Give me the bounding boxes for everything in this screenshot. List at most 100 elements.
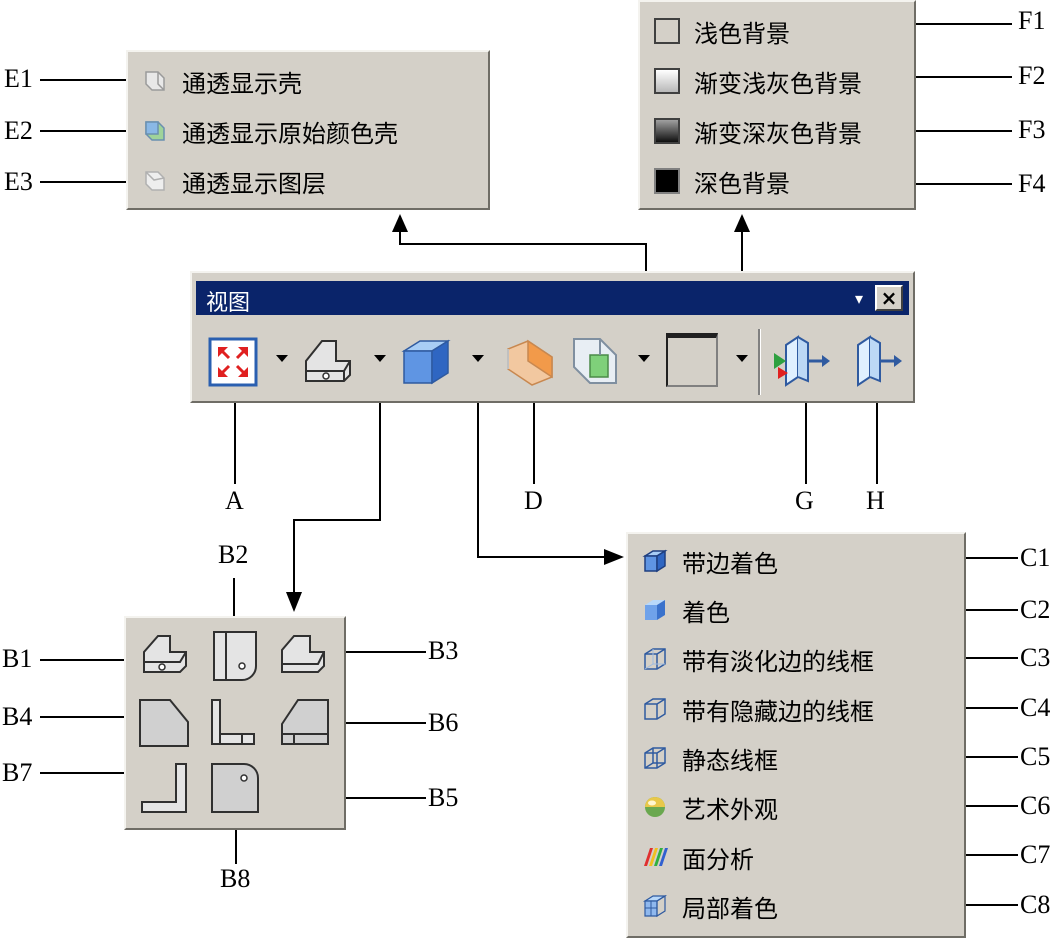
callout-c3: C3 [1020,643,1051,672]
bottom-view-icon[interactable] [134,758,194,818]
right-view-icon[interactable] [276,694,334,752]
face-analysis-icon [644,848,668,866]
section-view-icon[interactable] [502,335,558,389]
callout-b6: B6 [428,708,459,737]
background-menu: 浅色背景 渐变浅灰色背景 渐变深灰色背景 深色背景 [638,0,916,210]
callout-c5: C5 [1020,742,1051,771]
callout-c8: C8 [1020,890,1051,919]
menu-item-label: 局部着色 [682,894,778,923]
partial-shading-icon [642,894,668,918]
menu-item-label: 静态线框 [682,746,778,775]
shaded-icon [645,600,665,620]
menu-item-translucent-original-color-shell[interactable]: 通透显示原始颜色壳 [128,106,488,156]
menu-item-label: 深色背景 [694,169,790,198]
callout-e3: E3 [4,167,33,196]
menu-item-label: 艺术外观 [682,795,778,824]
light-background-icon [654,18,680,44]
menu-item-label: 渐变深灰色背景 [694,119,862,148]
menu-item-label: 通透显示壳 [182,69,302,98]
front-view-icon[interactable] [134,694,194,752]
callout-c4: C4 [1020,693,1051,722]
render-style-menu: 带边着色 着色 带有淡化边的线框 带有隐藏边的线框 静态线框 [626,532,966,938]
callout-e2: E2 [4,116,33,145]
menu-item-wireframe-dim-edges[interactable]: 带有淡化边的线框 [628,634,964,684]
menu-item-label: 浅色背景 [694,19,790,48]
menu-item-label: 带有淡化边的线框 [682,647,874,676]
menu-item-shaded-with-edges[interactable]: 带边着色 [628,536,964,586]
top-view-icon[interactable] [208,626,264,686]
callout-f3: F3 [1018,115,1046,144]
callout-c1: C1 [1020,543,1051,572]
menu-item-light-background[interactable]: 浅色背景 [640,6,914,56]
callout-h: H [866,486,885,515]
menu-item-partial-shading[interactable]: 局部着色 [628,881,964,931]
menu-item-label: 着色 [682,598,730,627]
gradient-dark-gray-background-icon [654,118,680,144]
menu-item-label: 带有隐藏边的线框 [682,697,874,726]
fit-dropdown-arrow[interactable] [276,355,288,362]
fit-all-icon[interactable] [208,337,258,387]
callout-b8: B8 [220,864,251,893]
callout-c7: C7 [1020,840,1051,869]
translucent-shell-toolbar-icon[interactable] [568,333,624,389]
callout-g: G [795,486,814,515]
dark-background-icon [654,168,680,194]
shaded-with-edges-icon [642,549,668,573]
view-toolbar: 视图 ▾ × [190,271,915,403]
menu-item-artistic-appearance[interactable]: 艺术外观 [628,782,964,832]
callout-c6: C6 [1020,791,1051,820]
static-wireframe-icon [644,747,666,769]
shaded-cube-icon[interactable] [398,335,454,389]
callout-b4: B4 [2,702,33,731]
menu-item-label: 带边着色 [682,549,778,578]
back-view-icon[interactable] [206,758,264,818]
menu-item-label: 渐变浅灰色背景 [694,69,862,98]
menu-item-translucent-layer[interactable]: 通透显示图层 [128,156,488,206]
callout-f2: F2 [1018,61,1046,90]
translucent-shell-icon [145,71,165,91]
menu-item-gradient-light-gray-background[interactable]: 渐变浅灰色背景 [640,56,914,106]
callout-b7: B7 [2,758,33,787]
side-view-icon[interactable] [206,696,262,750]
shell-dropdown-arrow[interactable] [638,355,650,362]
toolbar-menu-icon[interactable]: ▾ [854,289,863,308]
translucent-original-color-shell-icon [145,121,165,141]
callout-b5: B5 [428,783,459,812]
callout-b2: B2 [218,540,249,569]
artistic-appearance-icon [645,797,665,817]
menu-item-translucent-shell[interactable]: 通透显示壳 [128,56,488,106]
callout-d: D [524,486,543,515]
menu-item-shaded[interactable]: 着色 [628,585,964,635]
callout-b1: B1 [2,644,33,673]
callout-a: A [225,486,244,515]
export-with-marker-icon[interactable] [772,333,832,389]
callout-f4: F4 [1018,169,1046,198]
callout-f1: F1 [1018,6,1046,35]
toolbar-titlebar[interactable]: 视图 ▾ × [196,281,909,316]
callout-c2: C2 [1020,595,1051,624]
menu-item-label: 通透显示原始颜色壳 [182,119,398,148]
export-icon[interactable] [848,333,904,389]
close-button[interactable]: × [875,285,903,311]
toolbar-title: 视图 [206,291,251,316]
wireframe-dim-edges-icon [644,648,666,670]
menu-item-label: 面分析 [682,845,754,874]
dimetric-view-icon[interactable] [276,628,332,682]
menu-item-face-analysis[interactable]: 面分析 [628,832,964,882]
callout-b3: B3 [428,636,459,665]
menu-item-gradient-dark-gray-background[interactable]: 渐变深灰色背景 [640,106,914,156]
shell-display-menu: 通透显示壳 通透显示原始颜色壳 通透显示图层 [126,50,490,210]
isometric-view-icon[interactable] [138,628,194,682]
view-orientation-dropdown-arrow[interactable] [374,355,386,362]
background-color-icon[interactable] [666,333,718,387]
translucent-layer-icon [145,171,165,191]
menu-item-label: 通透显示图层 [182,169,326,198]
toolbar-separator [758,329,761,395]
wireframe-hidden-edges-icon [644,698,666,720]
view-orientation-icon[interactable] [300,335,358,389]
menu-item-static-wireframe[interactable]: 静态线框 [628,733,964,783]
menu-item-dark-background[interactable]: 深色背景 [640,156,914,206]
shading-dropdown-arrow[interactable] [472,355,484,362]
background-dropdown-arrow[interactable] [736,355,748,362]
menu-item-wireframe-hidden-edges[interactable]: 带有隐藏边的线框 [628,684,964,734]
